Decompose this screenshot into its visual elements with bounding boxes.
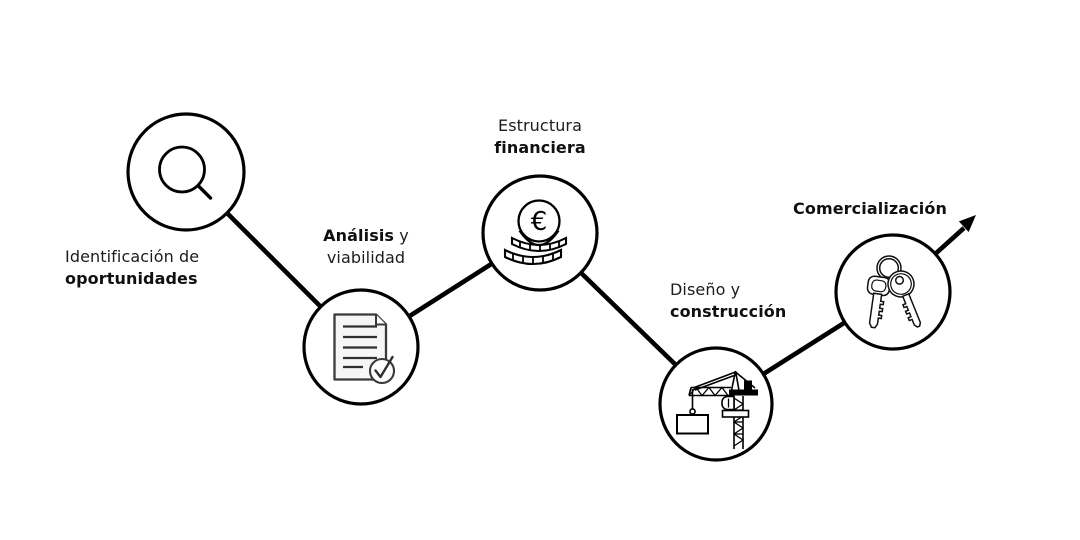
label-line: Estructura	[497, 116, 583, 135]
key-right	[887, 270, 922, 328]
label-line: Comercialización	[793, 199, 947, 218]
step-label-identificacion: Identificación de oportunidades	[65, 246, 199, 289]
key-left	[866, 275, 891, 329]
euro-symbol: €	[531, 207, 548, 237]
step-circle-4	[658, 346, 774, 462]
step-label-comercializacion: Comercialización	[760, 198, 980, 220]
label-line: construcción	[670, 301, 787, 321]
step-label-analisis: Análisis y viabilidad	[256, 225, 476, 268]
label-line: Análisis y	[323, 226, 409, 245]
crane-icon	[676, 370, 758, 449]
label-line: oportunidades	[65, 268, 198, 288]
label-line: viabilidad	[326, 247, 406, 267]
step-label-diseno: Diseño y construcción	[670, 279, 786, 322]
document-check-icon	[333, 313, 396, 385]
step-circles	[126, 112, 952, 462]
label-line: financiera	[494, 137, 586, 157]
step-label-estructura: Estructura financiera	[430, 115, 650, 158]
label-line: Identificación de	[65, 247, 200, 266]
step-circle-1	[126, 112, 246, 232]
search-icon	[158, 145, 213, 200]
euro-coins-icon: €	[503, 199, 568, 266]
label-line: Diseño y	[670, 280, 741, 299]
keys-icon	[866, 255, 922, 329]
